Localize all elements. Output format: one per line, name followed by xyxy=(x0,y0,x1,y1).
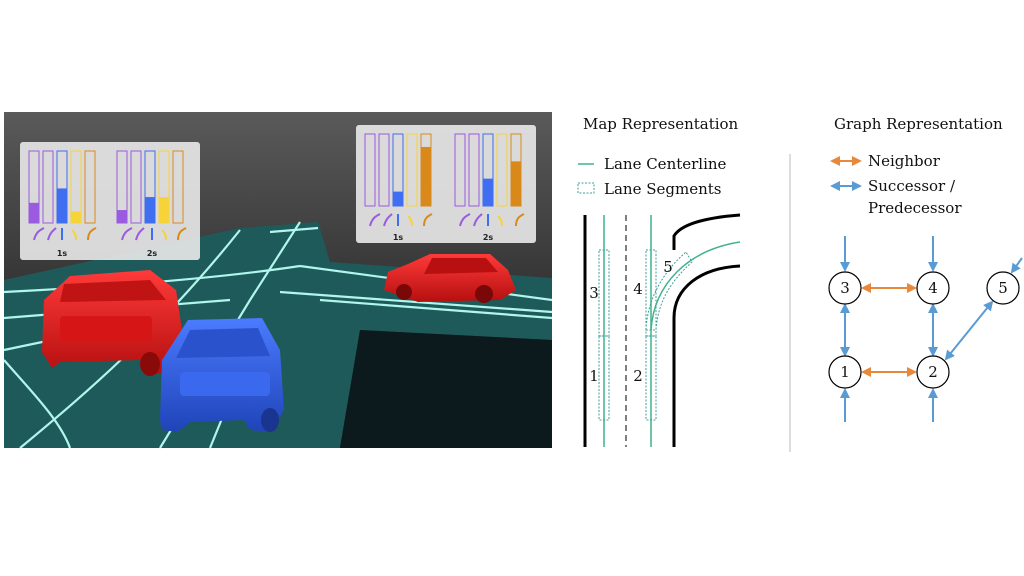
legend-successor-label-line1: Successor / xyxy=(868,177,956,195)
right-2s-bar-outline-4 xyxy=(496,133,508,207)
time-label-left-2s: 2s xyxy=(147,249,158,258)
edge-5-out xyxy=(1010,257,1023,274)
left-1s-bar-outline-2 xyxy=(42,150,54,224)
left-2s-bar-fill-3 xyxy=(145,197,155,223)
red-suv xyxy=(384,254,516,303)
graph-edges xyxy=(840,236,1023,422)
bars-left-group xyxy=(28,150,184,224)
prediction-panel-left: 1s 2s xyxy=(20,142,200,260)
right-2s-bar-fill-3 xyxy=(483,178,493,206)
right-1s-bar-outline-1 xyxy=(364,133,376,207)
legend-successor-label-line2: Predecessor xyxy=(868,199,962,217)
left-1s-bar-fill-4 xyxy=(71,211,81,223)
node-label-5: 5 xyxy=(998,279,1008,297)
red-minivan xyxy=(42,270,182,376)
graph-representation-panel: Graph Representation Neighbor Successor … xyxy=(828,115,1023,422)
right-1s-bar-outline-4 xyxy=(406,133,418,207)
map-panel-title: Map Representation xyxy=(583,115,739,133)
map-representation-panel: Map Representation Lane Centerline Lane … xyxy=(577,115,741,447)
segment-lane-3 xyxy=(598,249,610,337)
lane-label-2: 2 xyxy=(633,367,643,385)
graph-node-3: 3 xyxy=(828,271,862,305)
right-2s-bar-fill-5 xyxy=(511,161,521,206)
node-label-2: 2 xyxy=(928,363,938,381)
maneuver-arrows-right xyxy=(369,213,525,227)
legend-centerline-label: Lane Centerline xyxy=(604,155,727,173)
prediction-panel-right: 1s 2s xyxy=(356,125,536,243)
node-label-1: 1 xyxy=(840,363,850,381)
legend-segment-swatch xyxy=(577,182,595,194)
right-2s-bar-outline-2 xyxy=(468,133,480,207)
right-1s-bar-outline-2 xyxy=(378,133,390,207)
blue-hatchback xyxy=(160,318,284,432)
legend-neighbor-label: Neighbor xyxy=(868,152,941,170)
road-boundary-right-curve xyxy=(672,264,741,447)
left-2s-bar-outline-2 xyxy=(130,150,142,224)
right-1s-bar-fill-5 xyxy=(421,146,431,206)
maneuver-arrows-left xyxy=(33,227,187,241)
node-label-4: 4 xyxy=(928,279,938,297)
road-surface-dark xyxy=(340,330,552,448)
graph-panel-title: Graph Representation xyxy=(834,115,1003,133)
bars-right-group xyxy=(364,133,522,207)
time-label-left-1s: 1s xyxy=(57,249,68,258)
left-1s-bar-fill-1 xyxy=(29,202,39,223)
time-label-right-2s: 2s xyxy=(483,233,494,242)
node-label-3: 3 xyxy=(840,279,850,297)
driving-scene: 1s 2s 1s 2s xyxy=(3,112,553,449)
segment-lane-2 xyxy=(645,335,657,421)
segment-lane-4 xyxy=(645,249,657,337)
left-2s-bar-outline-5 xyxy=(172,150,184,224)
lane-label-5: 5 xyxy=(663,258,673,276)
segment-lane-1 xyxy=(598,335,610,421)
road-boundary-top-curve xyxy=(672,213,741,250)
graph-node-5: 5 xyxy=(986,271,1020,305)
left-1s-bar-outline-5 xyxy=(84,150,96,224)
lane-label-1: 1 xyxy=(589,367,599,385)
lane-label-4: 4 xyxy=(633,280,643,298)
legend-segment-label: Lane Segments xyxy=(604,180,721,198)
graph-node-4: 4 xyxy=(916,271,950,305)
lane-label-3: 3 xyxy=(589,284,599,302)
left-2s-bar-fill-1 xyxy=(117,210,127,223)
edge-2-5 xyxy=(944,300,994,361)
centerline-lane-5 xyxy=(650,241,741,331)
graph-node-2: 2 xyxy=(916,355,950,389)
right-1s-bar-fill-3 xyxy=(393,191,403,206)
time-label-right-1s: 1s xyxy=(393,233,404,242)
right-2s-bar-outline-1 xyxy=(454,133,466,207)
left-2s-bar-fill-4 xyxy=(159,197,169,223)
graph-node-1: 1 xyxy=(828,355,862,389)
left-1s-bar-fill-3 xyxy=(57,188,67,223)
segment-lane-5 xyxy=(645,251,693,331)
